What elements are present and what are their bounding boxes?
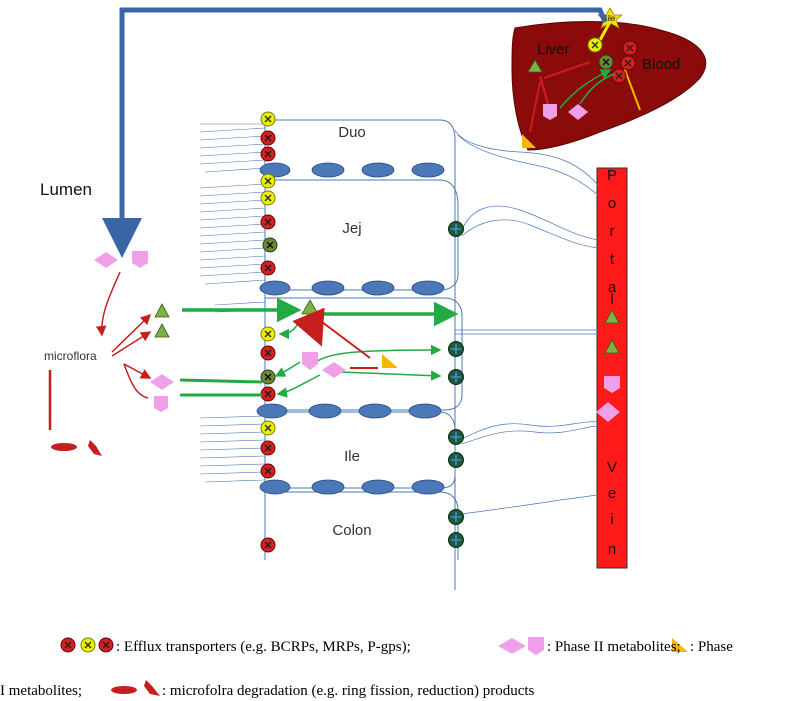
vessels [454, 129, 599, 516]
legend-efflux-icons [60, 637, 114, 653]
blood-label: Blood [642, 56, 680, 73]
colon-label: Colon [332, 522, 371, 539]
enterocyte-row-ile-colon [259, 479, 445, 495]
jej-label: Jej [342, 220, 361, 237]
legend-efflux-text: : Efflux transporters (e.g. BCRPs, MRPs,… [116, 639, 411, 655]
vein-letter-e: e [608, 485, 616, 502]
portal-vein: P o r t a l V e i n [596, 167, 628, 569]
enterocyte-row-jej-mid [259, 280, 445, 296]
portal-letter-l: l [610, 291, 613, 308]
portal-parent-triangle-1-icon [604, 309, 620, 324]
vein-letter-n: n [608, 541, 616, 558]
microflora-arrows [48, 271, 152, 430]
microflora-phase2-diamond-icon [150, 374, 174, 390]
lumen-phase2-pentagon-icon [132, 251, 148, 268]
legend-degradation-text: : microfolra degradation (e.g. ring fiss… [162, 683, 535, 699]
enterocyte-row-duo-jej [259, 162, 445, 178]
lumen-label: Lumen [40, 180, 92, 199]
legend-phase1-icon [672, 638, 688, 652]
portal-phase2-pentagon-icon [604, 376, 620, 393]
cell-phase2-pentagon-icon [302, 352, 318, 370]
ile-label: Ile [344, 448, 360, 465]
legend-phase2-diamond-icon [498, 638, 526, 654]
cell-phase1-icon [382, 354, 398, 368]
lumen-phase2-diamond-icon [94, 252, 118, 268]
legend-degradation-shard-icon [144, 680, 160, 696]
portal-letter-t: t [610, 251, 615, 268]
absorption-arrows [179, 297, 459, 398]
legend-phase1-text-b: I metabolites; [0, 683, 82, 699]
vein-letter-v: V [607, 459, 617, 476]
portal-parent-triangle-2-icon [604, 339, 620, 354]
bile-return-arrow [102, 7, 608, 258]
microflora-label: microflora [44, 349, 97, 363]
degradation-product-oval-icon [51, 443, 77, 451]
microflora-parent-triangle-2-icon [154, 323, 170, 338]
microflora-phase2-pentagon-icon [154, 396, 168, 412]
liver: Liver Blood Bile [511, 7, 707, 151]
liver-phase2-diamond-icon [568, 104, 588, 120]
liver-phase1-icon [522, 134, 536, 148]
portal-letter-o: o [608, 195, 616, 212]
cell-parent-triangle-icon [301, 299, 319, 315]
cell-phase2-diamond-icon [322, 362, 346, 378]
portal-phase2-diamond-icon [596, 402, 620, 422]
liver-label: Liver [537, 41, 570, 58]
legend-phase2-pentagon-icon [528, 637, 544, 655]
vein-letter-i: i [610, 511, 613, 528]
microflora-parent-triangle-1-icon [154, 303, 170, 318]
degradation-product-shard-icon [88, 440, 102, 456]
bile-label: Bile [602, 14, 616, 23]
villi [199, 123, 266, 483]
legend-degradation-oval-icon [111, 686, 137, 694]
liver-phase2-pentagon-icon [543, 104, 557, 120]
legend-phase2-text: : Phase II metabolites; [547, 639, 681, 655]
portal-letter-r: r [610, 223, 615, 240]
duo-label: Duo [338, 124, 366, 141]
liver-parent-triangle-icon [527, 59, 543, 73]
portal-letter-p: P [607, 167, 617, 184]
basolateral-transporters [447, 220, 465, 549]
enterocyte-row-mid-ile [256, 403, 442, 419]
portal-letter-a: a [608, 279, 617, 296]
legend-phase1-text-a: : Phase [690, 639, 733, 655]
